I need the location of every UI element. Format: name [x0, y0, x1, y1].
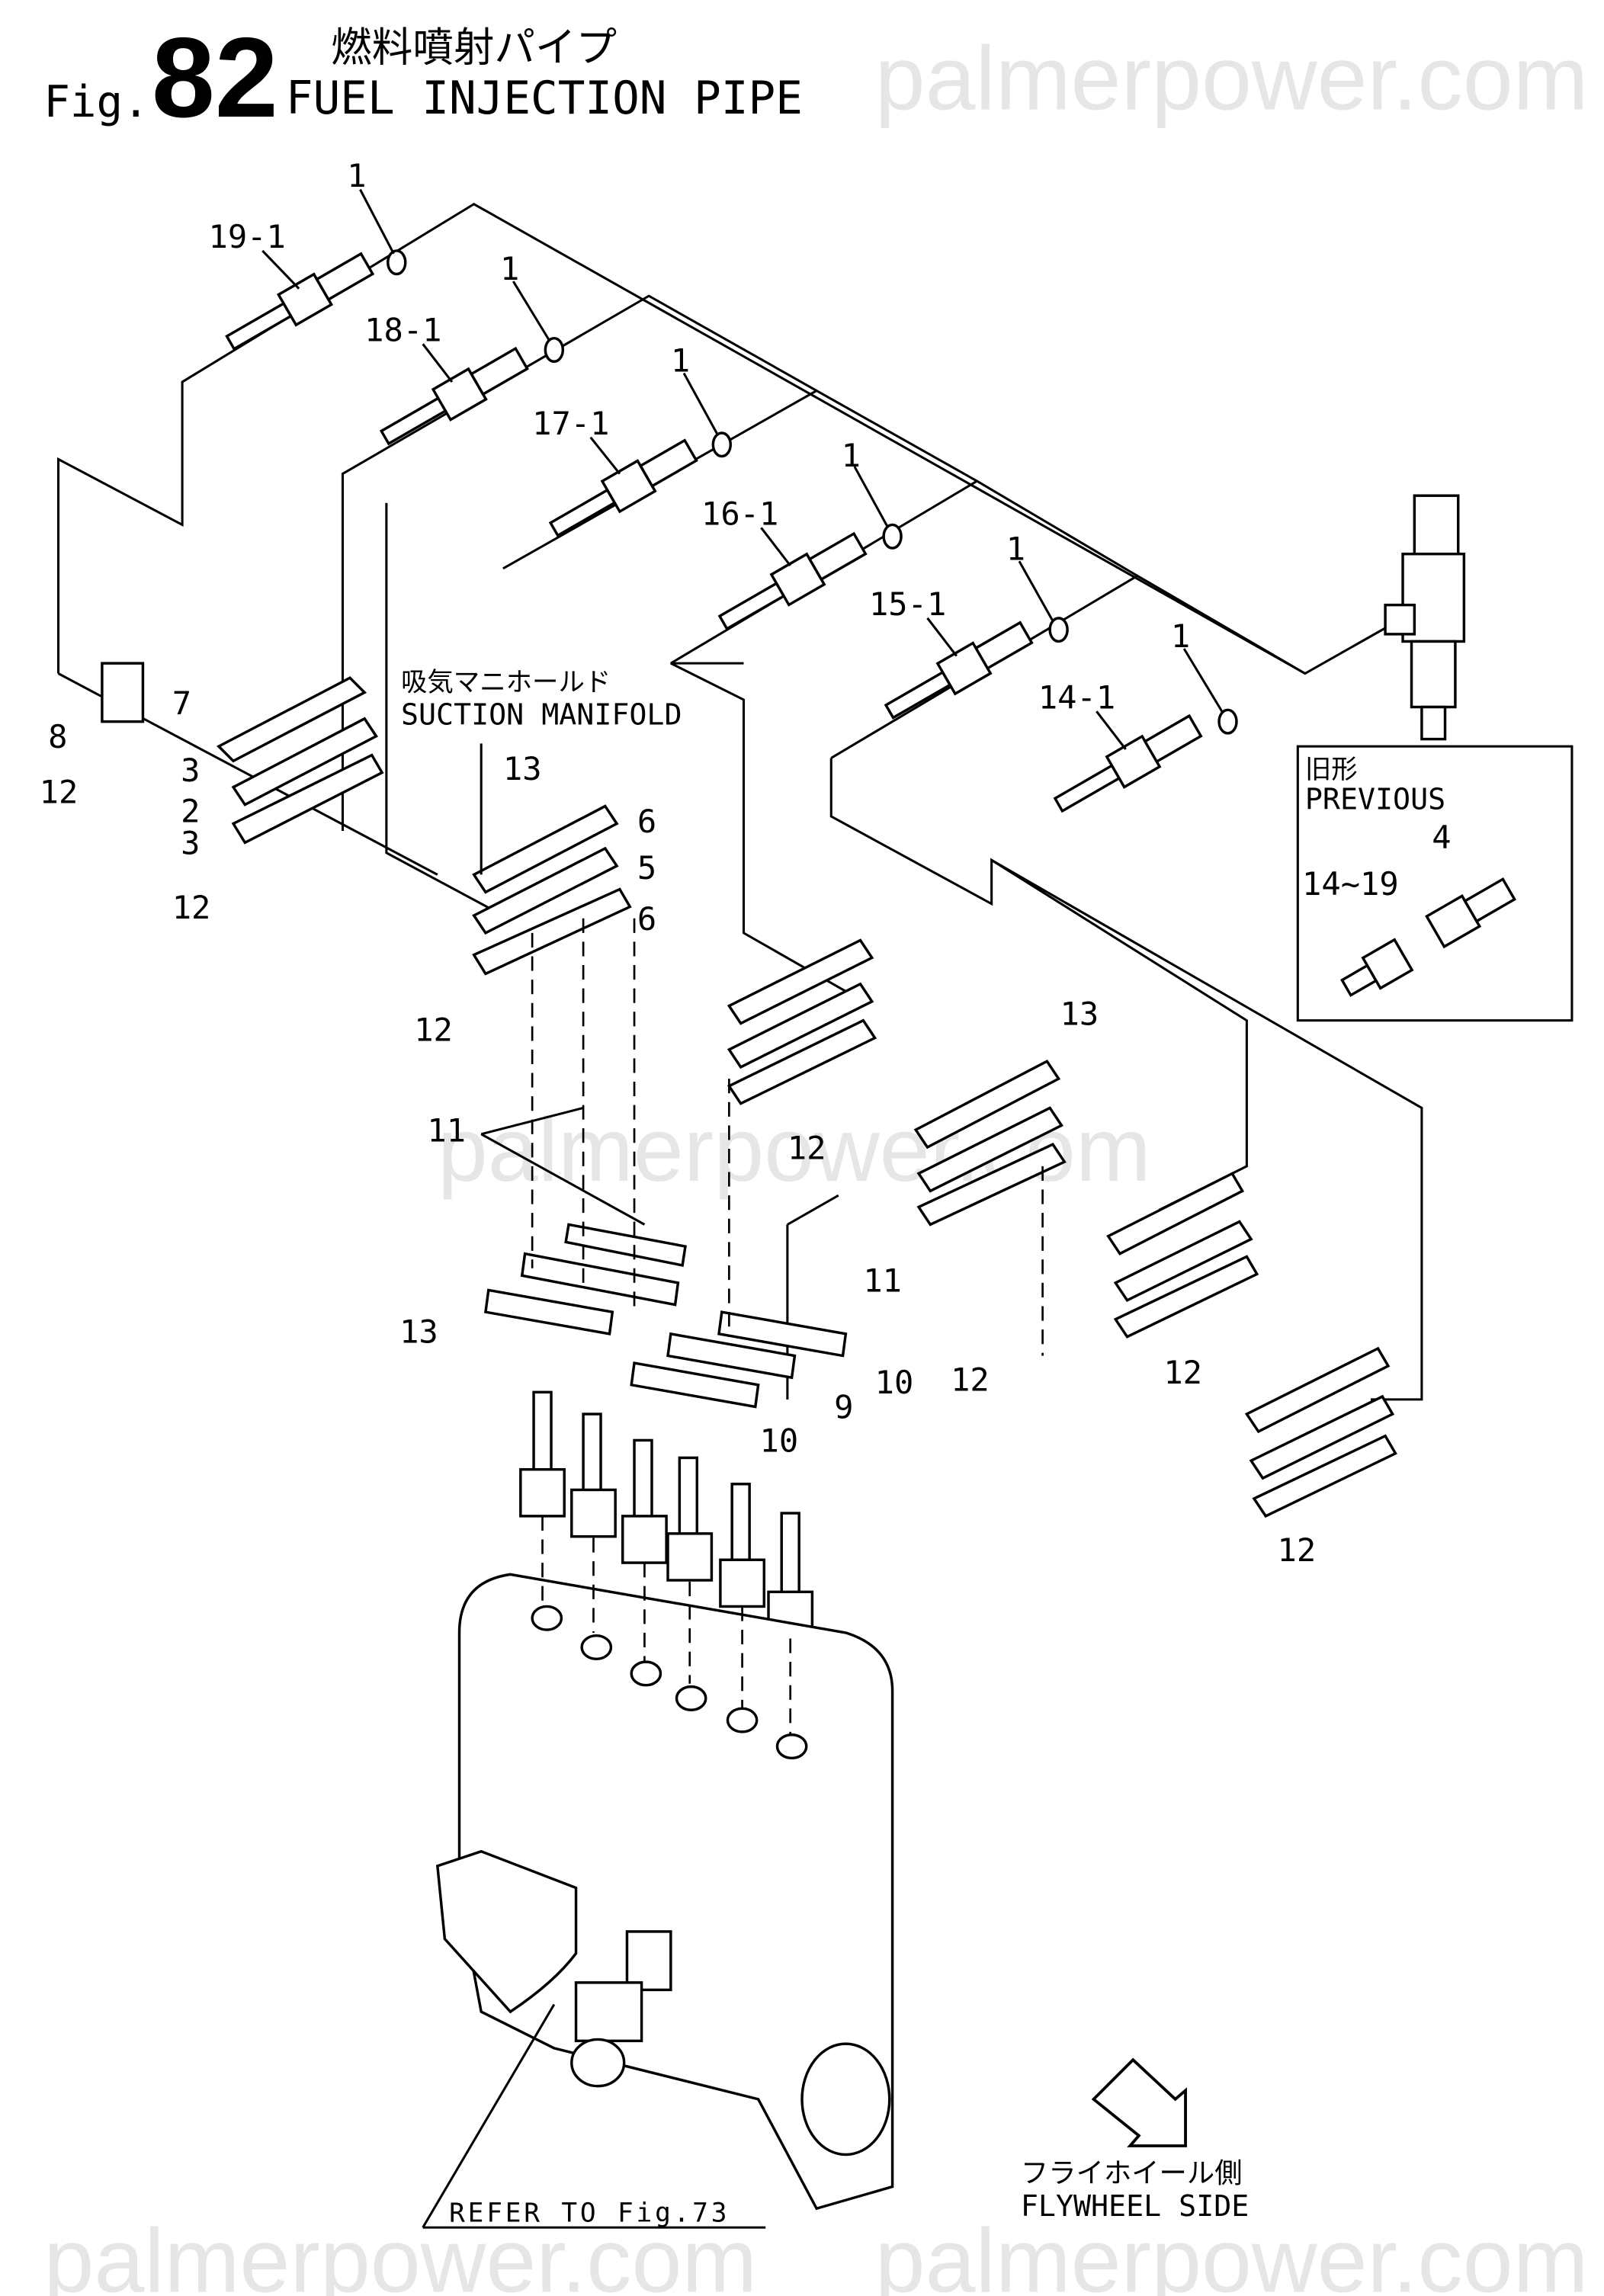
leader-lines [261, 188, 1574, 1226]
callout-12: 12 [788, 1129, 826, 1166]
previous-en: PREVIOUS [1305, 782, 1445, 816]
title-en: FUEL INJECTION PIPE [286, 72, 803, 124]
arrow-down-right-icon [1091, 2057, 1187, 2147]
o-rings [387, 249, 1238, 735]
callout-12: 12 [40, 774, 79, 811]
callout-pipe: 15-1 [869, 585, 946, 623]
callout-13: 13 [503, 750, 542, 787]
callout-3: 3 [181, 752, 200, 789]
callout-o-ring: 1 [842, 437, 861, 474]
callout-2: 2 [181, 793, 200, 830]
callout-12: 12 [414, 1011, 453, 1048]
injection-nozzle [1384, 494, 1466, 741]
pipe-routes [56, 202, 1423, 1401]
callout-10: 10 [760, 1422, 799, 1460]
alignment-lines [531, 918, 1044, 1735]
callout-pipe: 16-1 [701, 495, 778, 532]
title-jp: 燃料噴射パイプ [331, 23, 617, 71]
injection-pipe-ends [225, 252, 1203, 813]
callout-3: 3 [181, 825, 200, 862]
previous-type-parts [1340, 877, 1516, 997]
refer-note: REFER TO Fig.73 [449, 2198, 730, 2228]
injection-pump [435, 1573, 894, 2211]
callout-4: 4 [1432, 819, 1451, 856]
callout-13: 13 [399, 1313, 438, 1350]
callout-o-ring: 1 [347, 157, 366, 194]
watermark: palmerpower.com [875, 2211, 1589, 2296]
callout-5: 5 [637, 849, 656, 887]
watermark: palmerpower.com [43, 2211, 757, 2296]
previous-jp: 旧形 [1305, 755, 1358, 785]
callout-pipe: 14-1 [1038, 678, 1115, 716]
fig-prefix: Fig. [43, 76, 149, 127]
callout-13: 13 [1060, 995, 1099, 1032]
suction-manifold-jp: 吸気マニホールド [401, 667, 611, 697]
callout-12: 12 [1163, 1354, 1202, 1391]
callout-8: 8 [48, 718, 67, 755]
callout-12: 12 [172, 889, 211, 926]
callout-6: 6 [637, 900, 656, 938]
pipe-clamps [101, 662, 1397, 1518]
callout-o-ring: 1 [671, 342, 690, 380]
previous-type-box [1296, 745, 1574, 1022]
callout-pipe: 17-1 [532, 405, 609, 442]
callout-12: 12 [1278, 1531, 1317, 1569]
suction-manifold-en: SUCTION MANIFOLD [401, 697, 682, 732]
callout-pipe: 18-1 [364, 312, 441, 349]
callout-9: 9 [834, 1389, 853, 1426]
callout-o-ring: 1 [1171, 617, 1190, 655]
callout-11: 11 [427, 1111, 466, 1149]
flywheel-jp: フライホイール側 [1021, 2157, 1243, 2189]
callout-14-19: 14~19 [1302, 865, 1399, 903]
callout-6: 6 [637, 803, 656, 840]
callout-pipe: 19-1 [209, 218, 286, 255]
flywheel-en: FLYWHEEL SIDE [1021, 2189, 1249, 2224]
callout-12: 12 [951, 1361, 990, 1398]
callout-11: 11 [863, 1262, 902, 1299]
watermark: palmerpower.com [875, 28, 1589, 129]
fig-number: 82 [152, 14, 278, 141]
callout-o-ring: 1 [500, 250, 519, 287]
callout-10: 10 [875, 1364, 914, 1401]
callout-o-ring: 1 [1006, 530, 1025, 567]
callout-7: 7 [172, 685, 191, 722]
